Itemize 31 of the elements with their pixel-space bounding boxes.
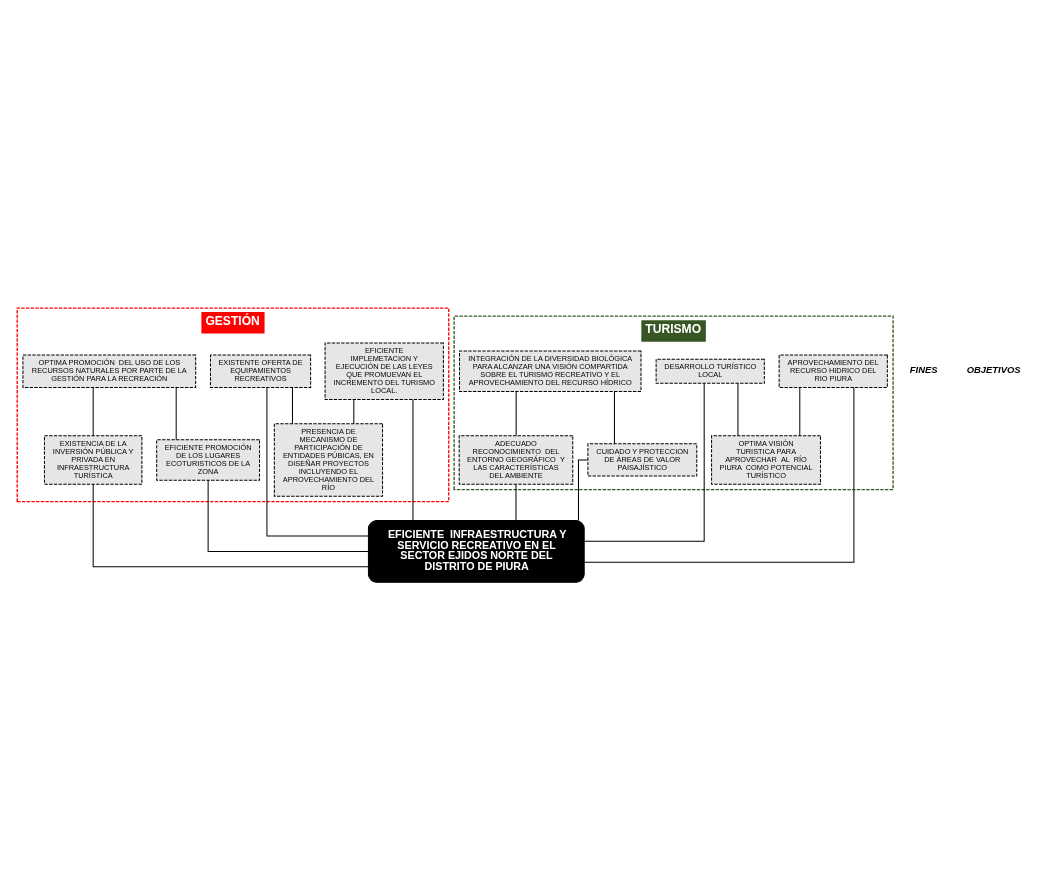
node-box: EXISTENCIA DE LA INVERSIÓN PÚBLICA Y PRIVADA EN INFRAESTRUCTURA TURÍSTICA — [43, 434, 143, 485]
node-box: EFICIENTE PROMOCIÓN DE LOS LUGARES ECOTURISTICOS DE LA ZONA — [156, 438, 261, 481]
connector — [577, 458, 589, 521]
connector — [583, 382, 705, 542]
label: FINES — [909, 363, 938, 375]
connector — [353, 398, 355, 424]
node-box: EFICIENTE IMPLEMETACION Y EJECUCIÓN DE LAS LEYES QUE PROMUEVAN EL INCREMENTO DEL TURISMO LOCAL. — [324, 342, 444, 400]
connector — [515, 483, 517, 521]
connector — [613, 390, 615, 444]
node-box: DESARROLLO TURÍSTICO LOCAL — [655, 358, 765, 384]
node-box: APROVECHAMIENTO DEL RECURSO HIDRICO DEL RIO PIURA — [778, 354, 888, 388]
connector — [175, 386, 177, 440]
connector — [92, 483, 369, 567]
connector — [92, 386, 94, 436]
node-box: EFICIENTE INFRAESTRUCTURA Y SERVICIO RECREATIVO EN EL SECTOR EJIDOS NORTE DEL DISTRITO DE PIURA — [367, 519, 585, 583]
node-box: ADECUADO RECONOCIMIENTO DEL ENTORNO GEOGRÁFICO Y LAS CARACTERÍSTICAS DEL AMBIENTE — [458, 434, 574, 485]
node-box: OPTIMA VISIÓN TURISTICA PARA APROVECHAR AL RÍO PIURA COMO POTENCIAL TURÍSTICO — [711, 434, 821, 485]
connector — [799, 386, 801, 436]
node-box: INTEGRACIÓN DE LA DIVERSIDAD BIOLÓGICA PARA ALCANZAR UNA VISIÓN COMPARTIDA SOBRE EL TURISMO RECREATIVO Y EL APROVECHAMIENTO DEL RECURSO HÍDRICO — [459, 350, 642, 392]
connector — [291, 386, 293, 424]
connector — [412, 398, 414, 521]
connector — [266, 386, 369, 536]
node-box: EXISTENTE OFERTA DE EQUIPAMIENTOS RECREATIVOS — [209, 354, 312, 388]
connector — [583, 386, 855, 563]
node-box: CUIDADO Y PROTECCION DE ÁREAS DE VALOR PAISAJÍSTICO — [587, 442, 698, 477]
node-box: OPTIMA PROMOCIÓN DEL USO DE LOS RECURSOS NATURALES POR PARTE DE LA GESTIÓN PARA LA RECREACIÓN — [22, 354, 197, 388]
label: OBJETIVOS — [966, 363, 1021, 375]
connector — [515, 390, 517, 436]
node-box: PRESENCIA DE MECANISMO DE PARTICIPACIÓN DE ENTIDADES PÚBICAS, EN DISEÑAR PROYECTOS INCLUYENDO EL APROVECHAMIENTO DEL RÍO — [273, 422, 384, 497]
connector — [207, 479, 369, 552]
connector — [737, 382, 739, 436]
